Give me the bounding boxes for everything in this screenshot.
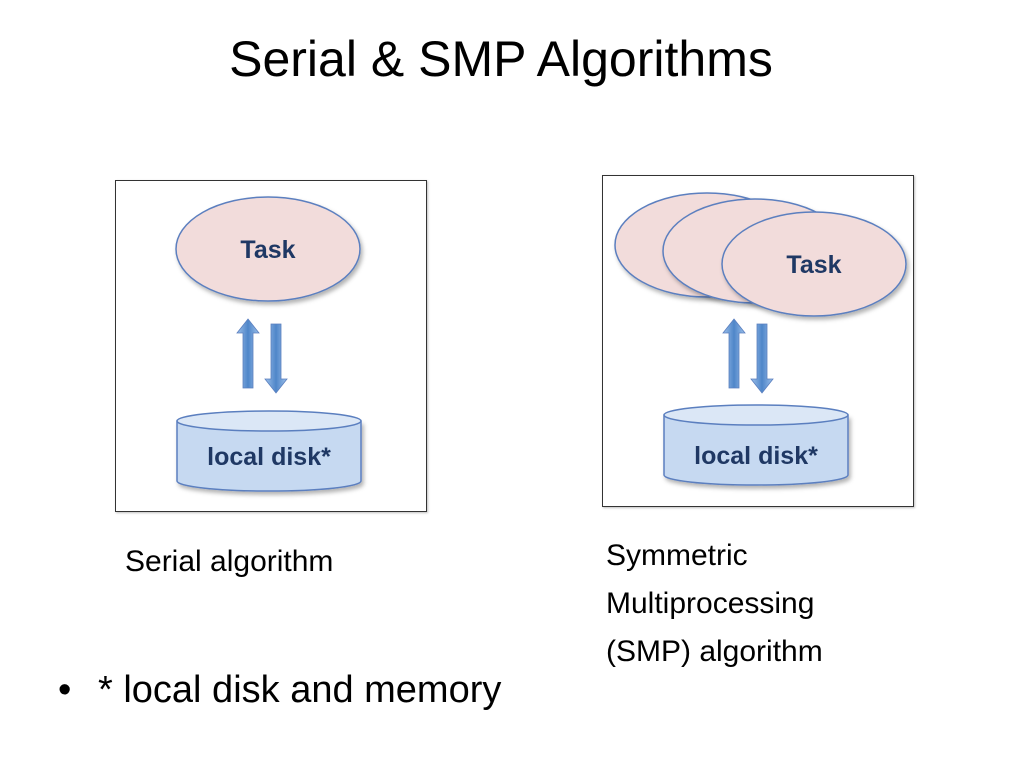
serial-diagram-panel: Task local disk* — [115, 180, 427, 512]
smp-caption-line: Symmetric — [606, 539, 748, 572]
task-label: Task — [786, 251, 841, 279]
footnote-bullet-item: • * local disk and memory — [58, 666, 501, 714]
disk-label: local disk* — [694, 442, 818, 470]
bullet-icon: • — [58, 669, 72, 711]
local-disk-cylinder: local disk* — [176, 410, 362, 492]
smp-diagram-panel: Task local disk* — [602, 175, 914, 507]
disk-label: local disk* — [207, 443, 331, 471]
smp-caption-line: (SMP) algorithm — [606, 635, 823, 668]
down-arrow-icon — [264, 323, 288, 394]
footnote-text: * local disk and memory — [98, 669, 502, 711]
page-title: Serial & SMP Algorithms — [229, 31, 773, 87]
down-arrow-icon — [750, 323, 774, 394]
up-arrow-icon — [236, 318, 260, 389]
task-ellipse: Task — [175, 196, 361, 302]
smp-caption-line: Multiprocessing — [606, 587, 815, 620]
up-arrow-icon — [722, 318, 746, 389]
task-ellipse-front: Task — [721, 211, 907, 317]
serial-diagram: Task local disk* — [175, 196, 362, 492]
task-label: Task — [240, 236, 295, 264]
serial-caption: Serial algorithm — [125, 545, 334, 578]
smp-diagram: Task local disk* — [614, 192, 907, 486]
smp-caption: Symmetric Multiprocessing (SMP) algorith… — [606, 532, 926, 676]
local-disk-cylinder: local disk* — [663, 404, 849, 486]
